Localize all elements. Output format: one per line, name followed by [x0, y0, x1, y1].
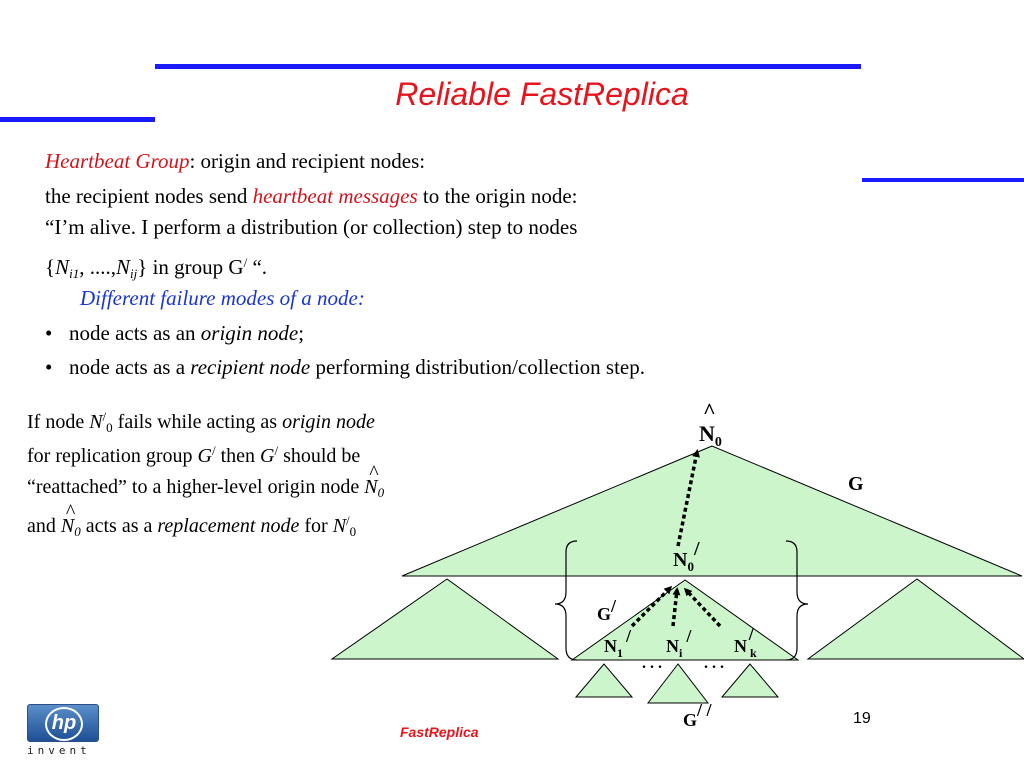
right-subtree-triangle — [806, 578, 1024, 660]
reattach-arrow — [676, 449, 700, 547]
subtree-n1-triangle — [574, 663, 634, 698]
hp-logo: hp invent — [27, 704, 99, 757]
slide-title: Reliable FastReplica — [395, 76, 689, 112]
subtree-nk-triangle — [720, 663, 780, 698]
mid-node-label: N0/ — [673, 538, 700, 574]
page-number: 19 — [853, 710, 871, 727]
top-node-hat: ^ — [703, 398, 716, 423]
body-line-3: “I’m alive. I perform a distribution (or… — [45, 215, 578, 239]
left-brace — [554, 540, 578, 661]
ellipsis-left: . . . — [642, 655, 662, 672]
node-ni-label: Ni/ — [666, 626, 692, 660]
slide-footer: FastReplica — [400, 724, 479, 740]
node-n1-label: N1/ — [604, 626, 632, 660]
group-g-label: G — [848, 473, 864, 495]
heartbeat-group-term: Heartbeat Group — [45, 149, 190, 173]
body-line-1: Heartbeat Group: origin and recipient no… — [45, 149, 426, 173]
group-g-triangle — [401, 445, 1023, 577]
ellipsis-right: . . . — [704, 655, 724, 672]
top-rule — [155, 64, 861, 69]
heartbeat-messages-term: heartbeat messages — [252, 184, 418, 208]
hp-logo-tagline: invent — [27, 744, 91, 757]
group-g2-label: G/ / — [683, 700, 713, 730]
top-node-label: N0 — [699, 421, 722, 450]
explain-line-4: and ^N0 acts as a replacement node for N… — [27, 501, 357, 539]
group-g1-label: G/ — [597, 596, 617, 624]
bullet-mark: • — [45, 321, 53, 345]
bullet-recipient-node: •node acts as a recipient node performin… — [45, 355, 646, 379]
left-subtree-triangle — [330, 578, 560, 660]
explain-line-1: If node N/0 fails while acting as origin… — [27, 409, 375, 435]
hp-logo-mark: hp — [45, 707, 83, 741]
body-line-2: the recipient nodes send heartbeat messa… — [45, 184, 578, 208]
bullet-mark: • — [45, 355, 53, 379]
subtree-ni-triangle — [646, 663, 710, 704]
explain-line-3: “reattached” to a higher-level origin no… — [27, 462, 385, 500]
left-rule — [0, 117, 155, 122]
bullet-origin-node: •node acts as an origin node; — [45, 321, 305, 345]
right-brace — [785, 540, 809, 661]
explain-line-2: for replication group G/ then G/ should … — [27, 443, 361, 467]
right-rule — [862, 178, 1024, 182]
failure-modes-heading: Different failure modes of a node: — [80, 286, 365, 310]
group-g1-triangle — [570, 579, 800, 661]
body-line-4: {Ni1, ....,Nij} in group G/ “. — [45, 255, 268, 281]
heartbeat-arrow-ni — [671, 587, 681, 627]
hp-logo-box: hp — [27, 704, 99, 742]
heartbeat-arrow-nk — [683, 587, 722, 628]
heartbeat-arrow-n1 — [630, 585, 673, 628]
